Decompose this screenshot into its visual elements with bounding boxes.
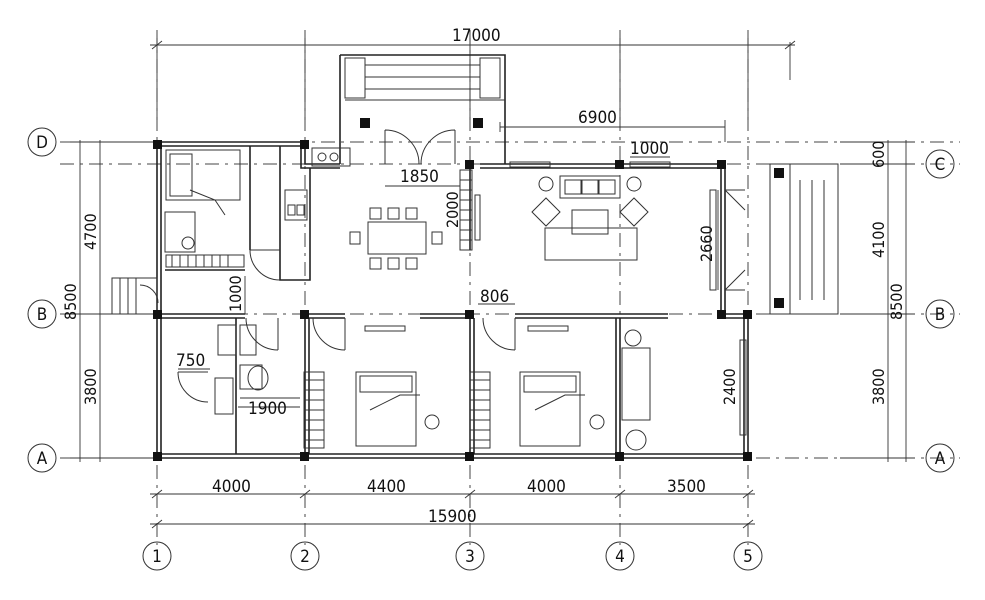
- svg-text:3: 3: [465, 547, 475, 567]
- axis-lines: [60, 30, 960, 545]
- svg-text:D: D: [36, 133, 48, 153]
- dim-bottom-total: 15900: [428, 507, 477, 527]
- axis-bubble-col-4: 4: [605, 541, 635, 571]
- dim-bath-1900: 1900: [248, 399, 287, 419]
- svg-text:C: C: [935, 155, 946, 175]
- dim-bottom-span-1: 4000: [212, 477, 251, 497]
- stair-dining: [459, 169, 473, 251]
- dim-east-window: 2400: [720, 368, 739, 405]
- doors: [139, 129, 746, 403]
- dining-table: [349, 207, 443, 270]
- axis-bubble-row-b-left: B: [27, 299, 57, 329]
- axis-bubble-col-1: 1: [142, 541, 172, 571]
- right-room-fixtures: [621, 329, 651, 451]
- svg-text:A: A: [935, 449, 946, 469]
- dim-bottom-span-4: 3500: [667, 477, 706, 497]
- dim-window-small: 1000: [630, 139, 669, 159]
- svg-text:1: 1: [152, 547, 162, 567]
- dim-right-total: 8500: [887, 283, 906, 320]
- dim-dining-width: 1850: [400, 167, 439, 187]
- living-sofa-set: [531, 175, 649, 261]
- dim-top-total: 17000: [452, 26, 501, 46]
- bed-right: [469, 371, 605, 449]
- bathroom-fixtures: [214, 324, 300, 415]
- dim-right-lower: 3800: [869, 368, 888, 405]
- dim-balcony-top: 6900: [578, 108, 617, 128]
- dim-bath-750: 750: [176, 351, 205, 371]
- axis-bubbles: 1 2 3 4 5 D B A: [27, 127, 955, 571]
- windows: [364, 161, 747, 436]
- furniture: [164, 147, 651, 451]
- left-dimensions: 8500 4700 3800: [61, 140, 160, 462]
- axis-bubble-col-2: 2: [290, 541, 320, 571]
- svg-text:B: B: [37, 305, 48, 325]
- kitchen-counter: [284, 147, 351, 221]
- dim-door-806: 806: [480, 287, 509, 307]
- dim-dining-depth: 2000: [443, 191, 462, 228]
- svg-text:2: 2: [300, 547, 310, 567]
- axis-bubble-row-b-right: B: [925, 299, 955, 329]
- axis-bubble-row-a-right: A: [925, 443, 955, 473]
- bed-top-left: [164, 149, 245, 268]
- bottom-dimensions: 4000 4400 4000 3500 15900: [150, 477, 755, 529]
- dim-bottom-span-2: 4400: [367, 477, 406, 497]
- axis-bubble-row-d: D: [27, 127, 57, 157]
- dim-left-upper: 4700: [81, 213, 100, 250]
- structural-columns: [153, 118, 784, 461]
- top-dimension: 17000: [150, 26, 796, 120]
- dim-left-total: 8500: [61, 283, 80, 320]
- interior-dimensions: 6900 1000 1850 2000 2660 1000 806 750 19…: [176, 108, 741, 435]
- dim-left-lower: 3800: [81, 368, 100, 405]
- dim-right-upper: 4100: [869, 221, 888, 258]
- svg-text:B: B: [935, 305, 946, 325]
- dim-right-top: 600: [869, 141, 888, 168]
- right-dimensions: 600 4100 8500 3800: [840, 140, 915, 462]
- bed-middle: [303, 371, 440, 449]
- svg-text:4: 4: [615, 547, 625, 567]
- svg-text:A: A: [37, 449, 48, 469]
- axis-bubble-row-a-left: A: [27, 443, 57, 473]
- axis-bubble-col-5: 5: [733, 541, 763, 571]
- dim-bottom-span-3: 4000: [527, 477, 566, 497]
- dim-living-door: 2660: [697, 225, 716, 262]
- axis-bubble-row-c: C: [925, 149, 955, 179]
- axis-bubble-col-3: 3: [455, 541, 485, 571]
- dim-corridor: 1000: [226, 275, 245, 312]
- svg-text:5: 5: [743, 547, 753, 567]
